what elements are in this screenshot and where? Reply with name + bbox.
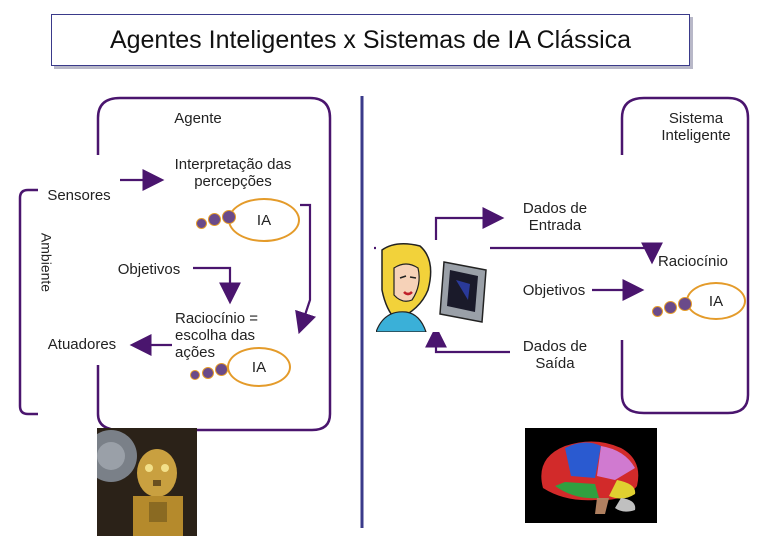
slide-title: Agentes Inteligentes x Sistemas de IA Cl… [51,14,690,66]
robot-illustration [85,428,197,536]
actuators-box: Atuadores [32,328,132,362]
environment-label: Ambiente [38,232,55,293]
input-label: Dados de Entrada [522,200,588,234]
thought-dot [678,297,692,311]
system-to-output-arrow [425,325,510,354]
agent-label: Agente [174,110,222,127]
thought-dot [215,363,228,376]
thought-dot [222,210,236,224]
right-reasoning-label: Raciocínio [657,253,729,270]
system-frame [620,96,750,415]
perception-label: Interpretação das percepções [174,156,292,190]
thought-dot [196,218,207,229]
robot-image [85,428,197,536]
woman-illustration [375,240,490,333]
slide-title-text: Agentes Inteligentes x Sistemas de IA Cl… [109,25,632,54]
thought-dot [664,301,677,314]
brain-diagram-image [525,428,657,523]
environment-bracket [18,188,38,416]
thought-dot [208,213,221,226]
ia-label-2: IA [251,358,267,376]
right-goals-label: Objetivos [522,282,586,299]
ia-label-1: IA [256,211,272,229]
ia-cloud-1: IA [228,198,300,242]
sensors-label: Sensores [47,187,111,204]
system-label: Sistema Inteligente [661,110,731,144]
reasoning-label: Raciocínio = escolha das ações [175,310,258,361]
brain-illustration [525,428,657,523]
thought-dot [652,306,663,317]
sensors-box: Sensores [38,180,120,210]
ia-cloud-2: IA [227,347,291,387]
output-label: Dados de Saída [522,338,588,372]
input-to-system-arrow [434,207,505,250]
goals-label: Objetivos [117,261,181,278]
perception-to-reasoning-arrow [295,203,317,335]
woman-at-computer-image [375,240,490,333]
ia-label-3: IA [708,292,724,310]
goals-box: Objetivos [106,256,192,284]
thought-dot [202,367,214,379]
goals-to-reasoning-arrow [193,266,241,305]
thought-dot [190,370,200,380]
ia-cloud-3: IA [686,282,746,320]
actuators-label: Atuadores [47,336,117,353]
